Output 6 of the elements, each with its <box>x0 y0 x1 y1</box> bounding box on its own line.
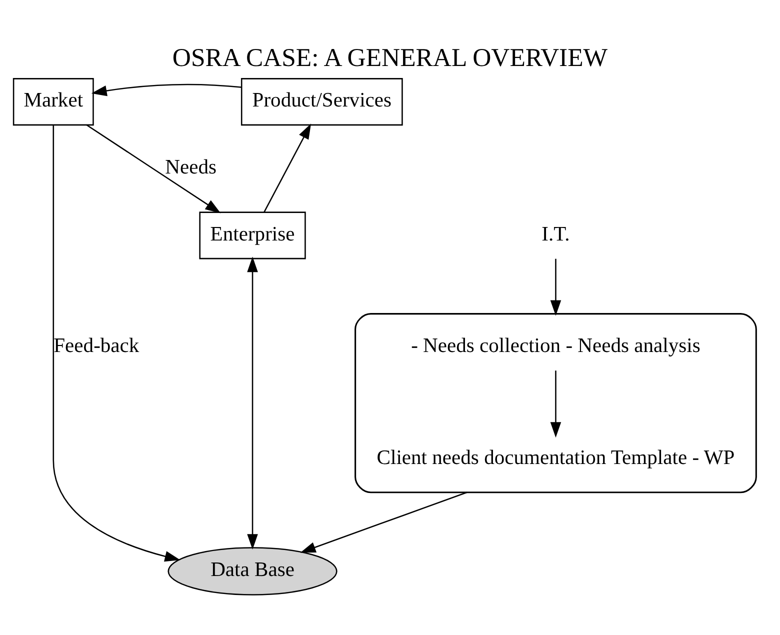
diagram-title: OSRA CASE: A GENERAL OVERVIEW <box>172 42 608 72</box>
edge-label: Needs <box>165 156 217 178</box>
node-text: I.T. <box>542 223 570 246</box>
node-text: Client needs documentation Template - WP <box>376 446 735 469</box>
edge-label: Feed-back <box>54 335 140 358</box>
node-text: - Needs collection - Needs analysis <box>411 335 700 358</box>
